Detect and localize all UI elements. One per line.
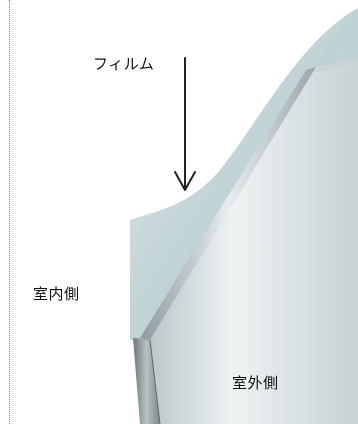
dotted-divider [9, 0, 10, 424]
arrow-icon [174, 57, 196, 191]
film-label: フィルム [93, 55, 155, 73]
outdoor-side-label: 室外側 [232, 374, 279, 392]
glass-thickness-edge [133, 338, 160, 424]
glass-pane [150, 58, 358, 424]
glass-bevel-edge [140, 67, 316, 340]
indoor-side-label: 室内側 [33, 285, 80, 303]
